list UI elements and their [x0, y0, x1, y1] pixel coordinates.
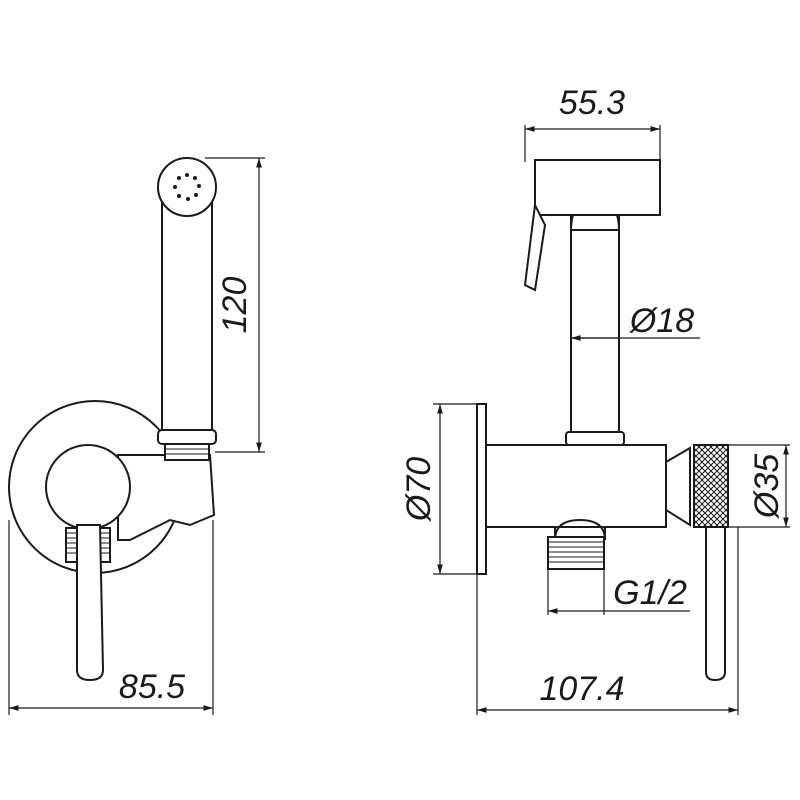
- side-shower-head: [534, 159, 661, 216]
- side-thread: [547, 536, 605, 570]
- front-shower-handle: [161, 199, 213, 431]
- dim-side-head-width: 55.3: [559, 84, 625, 122]
- dim-front-height: 120: [216, 277, 254, 334]
- side-knurled-knob: [693, 444, 729, 528]
- side-view: 55.3 Ø18 Ø70 Ø35 G1/2 107.4: [400, 84, 790, 715]
- front-handle-collar: [157, 429, 217, 445]
- dim-side-hose-diameter: Ø18: [629, 302, 694, 340]
- front-collar-thread: [164, 443, 210, 461]
- dim-side-thread: G1/2: [613, 574, 687, 612]
- dim-side-depth: 107.4: [539, 670, 624, 708]
- side-hose-nut: [565, 431, 625, 446]
- front-spray-holes: [173, 173, 201, 201]
- side-trigger: [523, 201, 547, 292]
- side-valve-body: [485, 444, 667, 528]
- side-lever: [705, 526, 726, 682]
- side-knob-neck: [665, 446, 691, 527]
- side-shower-handle: [570, 214, 620, 433]
- dim-side-flange-diameter: Ø70: [400, 457, 438, 522]
- dim-front-width: 85.5: [119, 668, 185, 706]
- dim-side-body-diameter: Ø35: [748, 454, 786, 519]
- front-mixer-knob: [45, 444, 131, 530]
- front-shower-head: [157, 157, 217, 217]
- side-wall-flange: [476, 403, 487, 575]
- front-lever: [76, 524, 105, 682]
- front-view: 120 85.5: [8, 157, 265, 715]
- front-holder-bracket: [117, 454, 216, 541]
